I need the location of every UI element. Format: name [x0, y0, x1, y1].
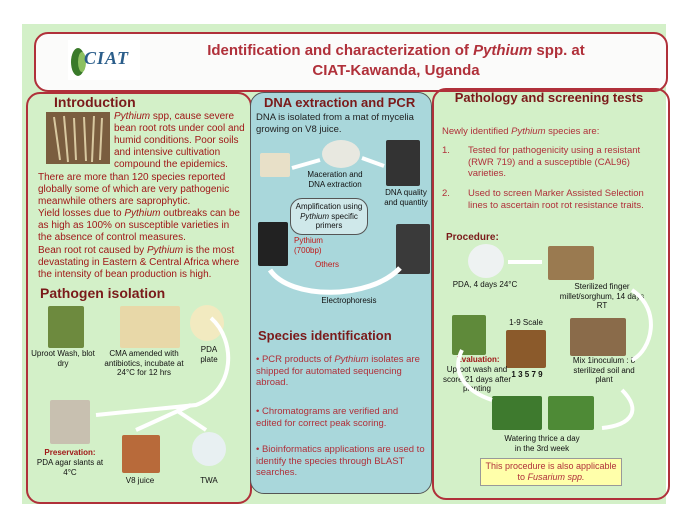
- mortar-photo: [322, 140, 360, 168]
- intro-paragraph-1: Pythium spp, cause severe bean root rots…: [114, 111, 245, 170]
- twa-plate-photo: [192, 432, 226, 466]
- pda-caption-right: PDA, 4 days 24°C: [452, 280, 518, 289]
- preservation-label: Preservation:: [44, 448, 96, 457]
- preservation-slants-photo: [50, 400, 90, 444]
- watering-plants-photo-1: [492, 396, 542, 430]
- preservation-caption: PDA agar slants at 4°C: [36, 458, 104, 477]
- dna-flow-arrows: [267, 156, 402, 295]
- item-2-number: 2.: [442, 188, 450, 199]
- intro-paragraph-3: Yield losses due to Pythium outbreaks ca…: [38, 208, 240, 243]
- dna-intro: DNA is isolated from a mat of mycelia gr…: [256, 112, 414, 135]
- v8-juice-photo: [122, 435, 160, 473]
- item-1-number: 1.: [442, 145, 450, 156]
- evaluation-caption: Uproot wash and score 21 days after plan…: [442, 365, 512, 393]
- pathology-item-2: Used to screen Marker Assisted Selection…: [468, 188, 644, 211]
- isolation-heading: Pathogen isolation: [40, 285, 166, 301]
- pythium-band-label: Pythium (700bp): [294, 236, 323, 255]
- v8-caption: V8 juice: [125, 476, 155, 485]
- uproot-photo: [48, 306, 84, 348]
- pathology-heading: Pathology and screening tests: [454, 90, 644, 105]
- species-bullet-2: • Chromatograms are verified and edited …: [256, 406, 399, 429]
- twa-caption: TWA: [200, 476, 218, 485]
- electrophoresis-caption: Electrophoresis: [321, 296, 377, 305]
- mix-caption: Mix 1inoculum : 8 sterilized soil and pl…: [572, 356, 636, 384]
- introduction-heading: Introduction: [54, 94, 136, 110]
- pda-culture-photo: [468, 244, 504, 278]
- watering-plants-photo-2: [548, 396, 594, 430]
- watering-caption: Watering thrice a day in the 3rd week: [504, 434, 580, 453]
- species-bullet-3: • Bioinformatics applications are used t…: [256, 444, 425, 478]
- culture-flask-photo: [260, 153, 290, 177]
- uproot-caption: Uproot Wash, blot dry: [31, 349, 95, 368]
- logo-text: CIAT: [84, 48, 130, 68]
- cma-caption: CMA amended with antibiotics, incubate a…: [104, 349, 184, 377]
- amplification-box: Amplification using Pythium specific pri…: [290, 198, 368, 235]
- soil-mix-photo: [570, 318, 626, 356]
- root-scale-photo: [506, 330, 546, 368]
- millet-bags-photo: [548, 246, 594, 280]
- species-heading: Species identification: [258, 328, 392, 343]
- evaluation-photo: [452, 315, 486, 355]
- scale-numbers: 1 3 5 7 9: [511, 370, 543, 379]
- maceration-caption: Maceration and DNA extraction: [307, 170, 363, 189]
- species-bullet-1: • PCR products of Pythium isolates are s…: [256, 354, 420, 388]
- ciat-logo: CIAT: [68, 40, 140, 80]
- others-band-label: Others: [314, 260, 339, 269]
- pathology-panel: [432, 88, 670, 500]
- dna-gel-photo: [386, 140, 420, 186]
- poster-title: Identification and characterization of P…: [207, 42, 585, 79]
- intro-paragraph-2: There are more than 120 species reported…: [38, 172, 230, 207]
- newly-identified-text: Newly identified Pythium species are:: [442, 126, 600, 137]
- bean-root-photo: [46, 112, 110, 164]
- procedure-label: Procedure:: [446, 232, 499, 243]
- pathology-flow-arrows: [456, 260, 653, 430]
- pda-caption: PDA plate: [200, 345, 218, 364]
- quality-caption: DNA quality and quantity: [384, 188, 428, 207]
- isolation-flow-arrows: [95, 316, 231, 432]
- evaluation-label: Evaluation:: [456, 355, 500, 364]
- leaf-icon: [71, 48, 86, 76]
- fusarium-note: This procedure is also applicable to Fus…: [480, 458, 622, 486]
- scale-caption: 1-9 Scale: [509, 318, 543, 327]
- dna-heading: DNA extraction and PCR: [264, 95, 416, 110]
- pcr-gel-photo: [258, 222, 288, 266]
- cma-plates-photo: [120, 306, 180, 348]
- sterilized-caption: Sterilized finger millet/sorghum, 14 day…: [559, 282, 645, 310]
- title-banner: CIAT Identification and characterization…: [34, 32, 668, 92]
- intro-paragraph-4: Bean root rot caused by Pythium is the m…: [38, 245, 240, 280]
- pathology-item-1: Tested for pathogenicity using a resista…: [468, 145, 641, 179]
- pcr-machine-photo: [396, 224, 430, 274]
